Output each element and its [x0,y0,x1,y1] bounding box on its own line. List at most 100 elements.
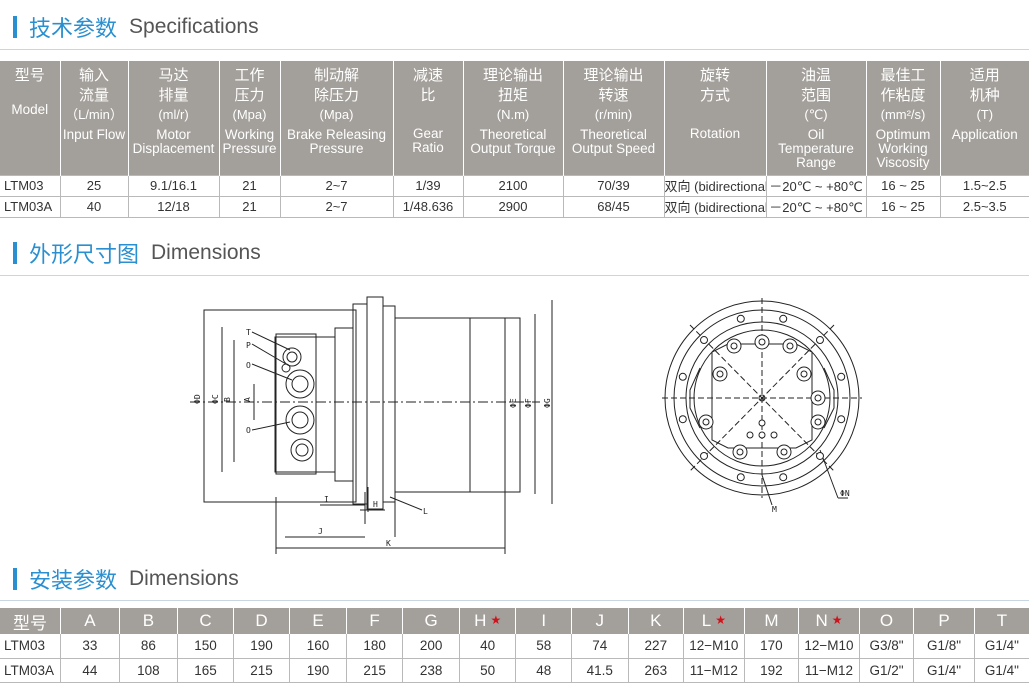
table-cell: －20℃ ~ +80℃ [766,196,867,218]
label-B: B [223,397,232,402]
header-unit: (T) [976,107,994,122]
header-unit: (Mpa) [319,107,354,122]
mounting-bolt-center [736,448,744,456]
table-cell: 2900 [463,196,564,218]
mounting-bolt-center [800,370,808,378]
header-label: H [474,611,487,630]
install-header-cell: P [913,608,975,634]
bolt-hole [837,372,846,381]
header-unit: (ml/r) [158,107,189,122]
table-cell: 165 [177,658,234,683]
header-cn: 旋转 方式 [699,66,730,104]
header-label: M [764,611,779,630]
header-label: B [142,611,155,630]
mounting-bolt-center [702,418,710,426]
table-cell: G3/8" [859,634,915,659]
header-cn: 油温 范围 [800,66,831,104]
header-label: A [84,611,96,630]
header-cn: 理论输出 转速 [583,66,644,104]
port-hole [758,431,766,439]
spec-header-cell: 适用 机种(T)Application [940,61,1029,175]
header-unit: (Mpa) [232,107,267,122]
header-en: Rotation [689,126,741,141]
table-cell: 192 [744,658,800,683]
section-title-cn: 安装参数 [29,569,118,594]
table-cell: 170 [744,634,800,659]
header-en: Optimum Working Viscosity [875,127,931,170]
header-en: Theoretical Output Torque [470,127,556,156]
header-cn: 最佳工 作粘度 [880,66,926,104]
mounting-bolt-center [716,370,724,378]
table-cell: 215 [346,658,404,683]
label-phiD: ΦD [193,394,202,404]
mounting-bolt-center [758,338,766,346]
header-en: Application [951,127,1018,142]
spec-header-cell: 输入 流量（L/min）Input Flow [60,61,129,175]
header-label: I [541,611,547,630]
table-cell: 11−M12 [798,658,860,683]
header-cn: 型号 [14,66,45,84]
label-J: J [318,527,323,536]
bolt-hole [779,473,788,482]
header-en: Gear Ratio [412,126,444,155]
header-label: T [996,611,1008,630]
label-T: T [246,328,251,337]
header-en: Motor Displacement [132,127,215,156]
header-cn: 制动解 除压力 [313,66,359,104]
bolt-hole [779,314,788,323]
star-icon: ★ [831,613,843,627]
section-marker [13,242,17,264]
table-cell: 50 [459,658,517,683]
table-cell: 263 [628,658,685,683]
front-view-drawing: M ΦN [662,298,862,514]
table-cell: 108 [119,658,179,683]
header-cn: 理论输出 扭矩 [482,66,543,104]
table-cell: 1/48.636 [393,196,464,218]
table-cell: 双向 (bidirectional) [664,174,767,197]
header-label: L [701,611,712,630]
label-O-upper: O [246,361,251,370]
header-en: Oil Temperature Range [778,127,854,170]
table-cell: －20℃ ~ +80℃ [766,174,867,197]
table-cell: 21 [219,174,281,197]
spec-header-cell: 马达 排量(ml/r)Motor Displacement [128,61,220,175]
table-cell: 68/45 [563,196,665,218]
mounting-bolt-center [780,448,788,456]
label-I: I [324,495,329,504]
header-label: O [879,611,894,630]
section-title-cn: 外形尺寸图 [29,243,140,268]
install-header-cell: J [571,608,629,634]
bolt-hole [700,451,709,460]
table-cell: 74 [571,634,629,659]
header-unit: （L/min） [65,107,123,122]
section-marker [13,16,17,38]
section-title-cn: 技术参数 [29,17,118,42]
table-cell: 58 [515,634,572,659]
table-cell: LTM03 [0,174,61,197]
label-H: H [373,500,378,509]
dimensions-section-header: 外形尺寸图 Dimensions [0,237,1029,269]
section-marker [13,568,17,590]
table-cell: 21 [219,196,281,218]
install-header-cell: O [859,608,915,634]
label-phiE: ΦE [509,398,518,408]
table-cell: 200 [402,634,460,659]
header-label: F [369,611,380,630]
table-cell: 12−M10 [683,634,745,659]
header-label: G [424,611,438,630]
table-cell: 180 [346,634,404,659]
label-phiF: ΦF [524,398,533,408]
install-header-cell: M [744,608,800,634]
section-divider [0,600,1029,601]
table-cell: 227 [628,634,685,659]
table-cell: 12−M10 [798,634,860,659]
table-cell: G1/4" [913,658,975,683]
table-cell: 44 [60,658,120,683]
table-cell: 11−M12 [683,658,745,683]
spec-header-cell: 最佳工 作粘度(mm²/s)Optimum Working Viscosity [866,61,941,175]
